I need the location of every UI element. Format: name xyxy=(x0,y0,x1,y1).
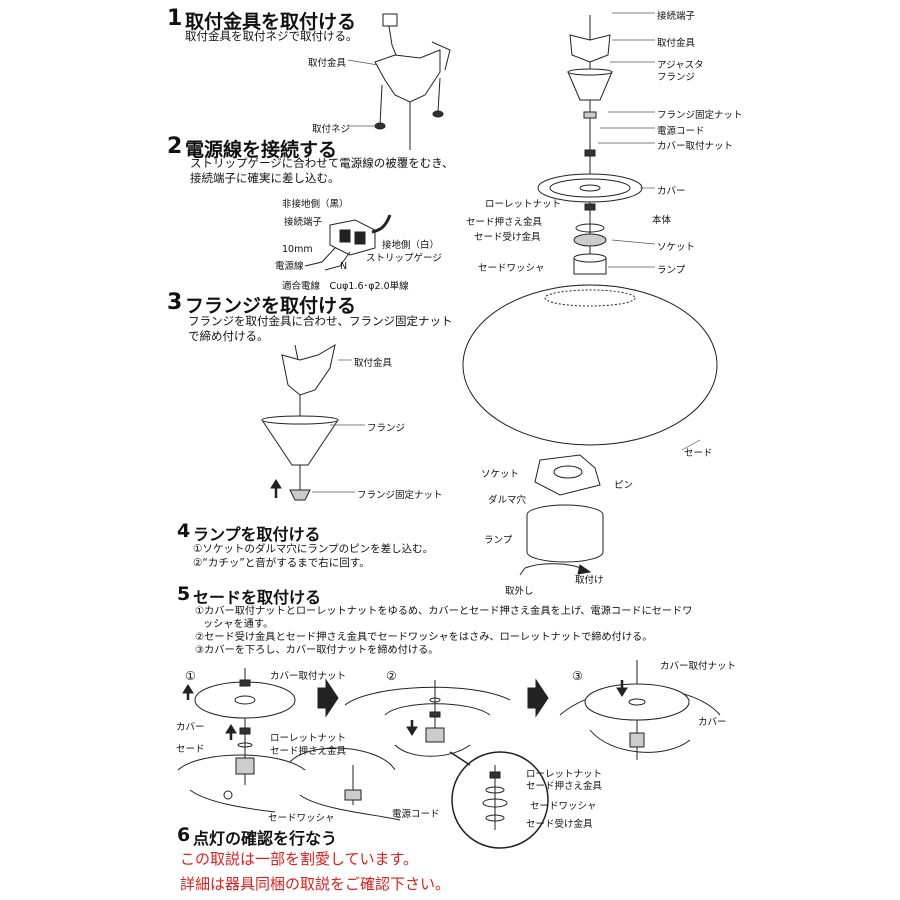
fig1-cover-nut: カバー取付ナット xyxy=(270,671,347,682)
step5-number: 5 xyxy=(177,583,191,605)
part-flange: フランジ xyxy=(657,72,696,83)
lampfig-pin: ピン xyxy=(614,480,634,491)
fig1-press: セード押さえ金具 xyxy=(270,746,347,757)
step1-bracket-drawing xyxy=(374,13,451,150)
step2-body-line2: 接続端子に確実に差し込む。 xyxy=(190,171,340,185)
part-socket: ソケット xyxy=(657,242,696,253)
step2-label-wire: 電源線 xyxy=(275,261,304,272)
step5-body-line4: ③カバーを下ろし、カバー取付ナットを締め付ける。 xyxy=(195,645,439,656)
step4-number: 4 xyxy=(177,520,191,542)
step5-fig3-drawing xyxy=(559,660,721,760)
step2-number: 2 xyxy=(167,134,183,159)
part-knurl: ローレットナット xyxy=(485,199,562,210)
lampfig-lamp: ランプ xyxy=(484,535,513,546)
step2-label-n: N xyxy=(340,261,348,272)
step3-label-flange: フランジ xyxy=(367,423,406,434)
step4-title: ランプを取付ける xyxy=(193,525,321,544)
note-line1: この取説は一部を割愛しています。 xyxy=(180,850,419,868)
part-shade: セード xyxy=(684,448,713,459)
step5-body-line1: ①カバー取付ナットとローレットナットをゆるめ、カバーとセード押さえ金具を上げ、電… xyxy=(195,606,693,617)
part-terminal: 接続端子 xyxy=(657,11,696,22)
step2-connector-drawing xyxy=(304,214,392,271)
part-body: 本体 xyxy=(652,215,672,226)
part-washer: セードワッシャ xyxy=(478,263,545,274)
fig1-washer: セードワッシャ xyxy=(268,813,335,824)
step5-fig1-drawing xyxy=(177,668,401,821)
step2-label-length: 10mm xyxy=(282,244,313,255)
part-recv: セード受け金具 xyxy=(474,232,541,243)
step3-label-nut: フランジ固定ナット xyxy=(357,490,443,501)
step5-body-line2: ッシャを通す。 xyxy=(203,619,274,630)
leader-lines xyxy=(312,12,701,493)
step6-number: 6 xyxy=(177,824,191,846)
lampfig-hole: ダルマ穴 xyxy=(488,495,527,506)
fig2-press: セード押さえ金具 xyxy=(526,781,603,792)
part-press: セード押さえ金具 xyxy=(466,217,543,228)
step2-label-gauge: ストリップゲージ xyxy=(366,253,442,264)
step5-title: セードを取付ける xyxy=(193,588,322,607)
fig1-cord: 電源コード xyxy=(392,809,440,820)
fig2-knurl: ローレットナット xyxy=(526,769,603,780)
part-cover: カバー xyxy=(657,186,686,197)
step3-flange-drawing xyxy=(261,343,339,501)
fig2-recv: セード受け金具 xyxy=(526,819,593,830)
arrow-right-2 xyxy=(527,678,549,718)
fig1-number: ① xyxy=(185,669,196,683)
step4-body-line1: ①ソケットのダルマ穴にランプのピンを差し込む。 xyxy=(193,543,434,555)
step2-label-ground: 接地側（白） xyxy=(382,240,440,251)
step1-label-bracket: 取付金具 xyxy=(308,58,347,69)
step6-title: 点灯の確認を行なう xyxy=(193,829,338,848)
fig1-cover: カバー xyxy=(176,722,205,733)
step1-number: 1 xyxy=(167,6,183,31)
fig2-washer: セードワッシャ xyxy=(530,801,597,812)
fig3-number: ③ xyxy=(572,669,583,683)
lampfig-socket: ソケット xyxy=(481,469,520,480)
step2-title: 電源線を接続する xyxy=(185,139,338,161)
fig1-shade: セード xyxy=(176,744,205,755)
part-cord: 電源コード xyxy=(657,126,705,137)
fig2-number: ② xyxy=(386,669,397,683)
part-cover-nut: カバー取付ナット xyxy=(657,141,734,152)
part-lamp: ランプ xyxy=(657,265,686,276)
step2-body-line1: ストリップゲージに合わせて電源線の被覆をむき、 xyxy=(190,156,454,170)
step3-body-line2: で締め付ける。 xyxy=(188,329,269,343)
lampfig-remove: 取外し xyxy=(505,586,534,597)
step1-title: 取付金具を取付ける xyxy=(185,11,357,33)
step5-fig2-drawing xyxy=(344,680,549,849)
step1-label-screw: 取付ネジ xyxy=(312,124,351,135)
step2-label-spec: 適合電線 Cuφ1.6･φ2.0単線 xyxy=(282,281,409,292)
step3-body-line1: フランジを取付金具に合わせ、フランジ固定ナット xyxy=(188,314,453,328)
fig3-cover-nut: カバー取付ナット xyxy=(660,661,737,672)
fig1-knurl: ローレットナット xyxy=(270,733,347,744)
part-bracket: 取付金具 xyxy=(657,38,696,49)
step3-title: フランジを取付ける xyxy=(185,295,357,317)
exploded-view-drawing xyxy=(462,15,718,446)
step2-label-terminal: 接続端子 xyxy=(284,217,323,228)
step3-number: 3 xyxy=(167,290,183,315)
step3-label-bracket: 取付金具 xyxy=(354,358,393,369)
part-flange-nut: フランジ固定ナット xyxy=(657,110,743,121)
fig3-cover: カバー xyxy=(698,717,727,728)
lamp-socket-drawing xyxy=(519,454,604,576)
part-adjuster: アジャスタ xyxy=(657,60,704,71)
step1-body: 取付金具を取付ネジで取付ける。 xyxy=(185,29,358,43)
step2-label-nonground: 非接地側（黒） xyxy=(282,199,349,210)
step5-body-line3: ②セード受け金具とセード押さえ金具でセードワッシャをはさみ、ローレットナットで締… xyxy=(195,632,653,643)
lampfig-attach: 取付け xyxy=(575,575,604,586)
note-line2: 詳細は器具同梱の取説をご確認下さい。 xyxy=(180,875,451,893)
step4-body-line2: ②“カチッ”と音がするまで右に回す。 xyxy=(193,557,370,569)
arrow-right-1 xyxy=(317,678,339,718)
